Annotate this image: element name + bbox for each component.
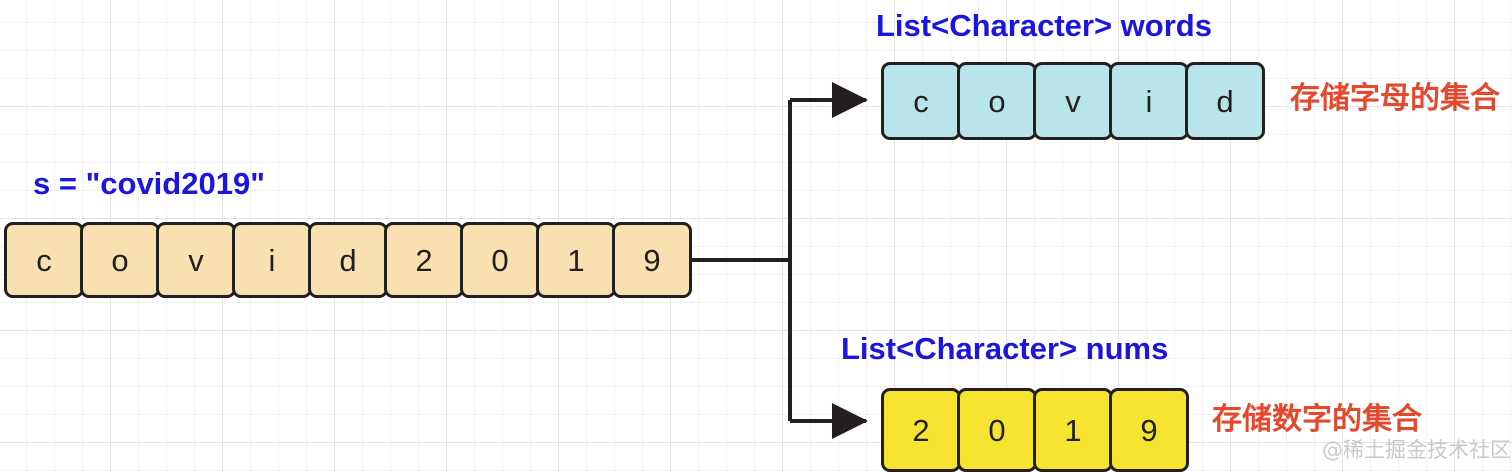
source-cell: d xyxy=(308,222,388,298)
source-cell: 9 xyxy=(612,222,692,298)
nums-cell: 0 xyxy=(957,388,1037,472)
nums-annotation: 存储数字的集合 xyxy=(1212,402,1422,437)
source-cell: i xyxy=(232,222,312,298)
nums-cell: 1 xyxy=(1033,388,1113,472)
source-string-label: s = "covid2019" xyxy=(33,166,265,201)
words-cell: v xyxy=(1033,62,1113,140)
words-cell: c xyxy=(881,62,961,140)
source-cell: 0 xyxy=(460,222,540,298)
source-cell: o xyxy=(80,222,160,298)
words-cell: i xyxy=(1109,62,1189,140)
words-cell: d xyxy=(1185,62,1265,140)
nums-list-label: List<Character> nums xyxy=(841,331,1169,366)
words-cell: o xyxy=(957,62,1037,140)
nums-cell: 2 xyxy=(881,388,961,472)
source-cell: v xyxy=(156,222,236,298)
source-cell: 2 xyxy=(384,222,464,298)
source-cell: 1 xyxy=(536,222,616,298)
words-list-label: List<Character> words xyxy=(876,8,1212,43)
nums-cell: 9 xyxy=(1109,388,1189,472)
watermark-text: @稀土掘金技术社区 xyxy=(1322,438,1511,462)
source-cell: c xyxy=(4,222,84,298)
words-annotation: 存储字母的集合 xyxy=(1290,81,1500,116)
